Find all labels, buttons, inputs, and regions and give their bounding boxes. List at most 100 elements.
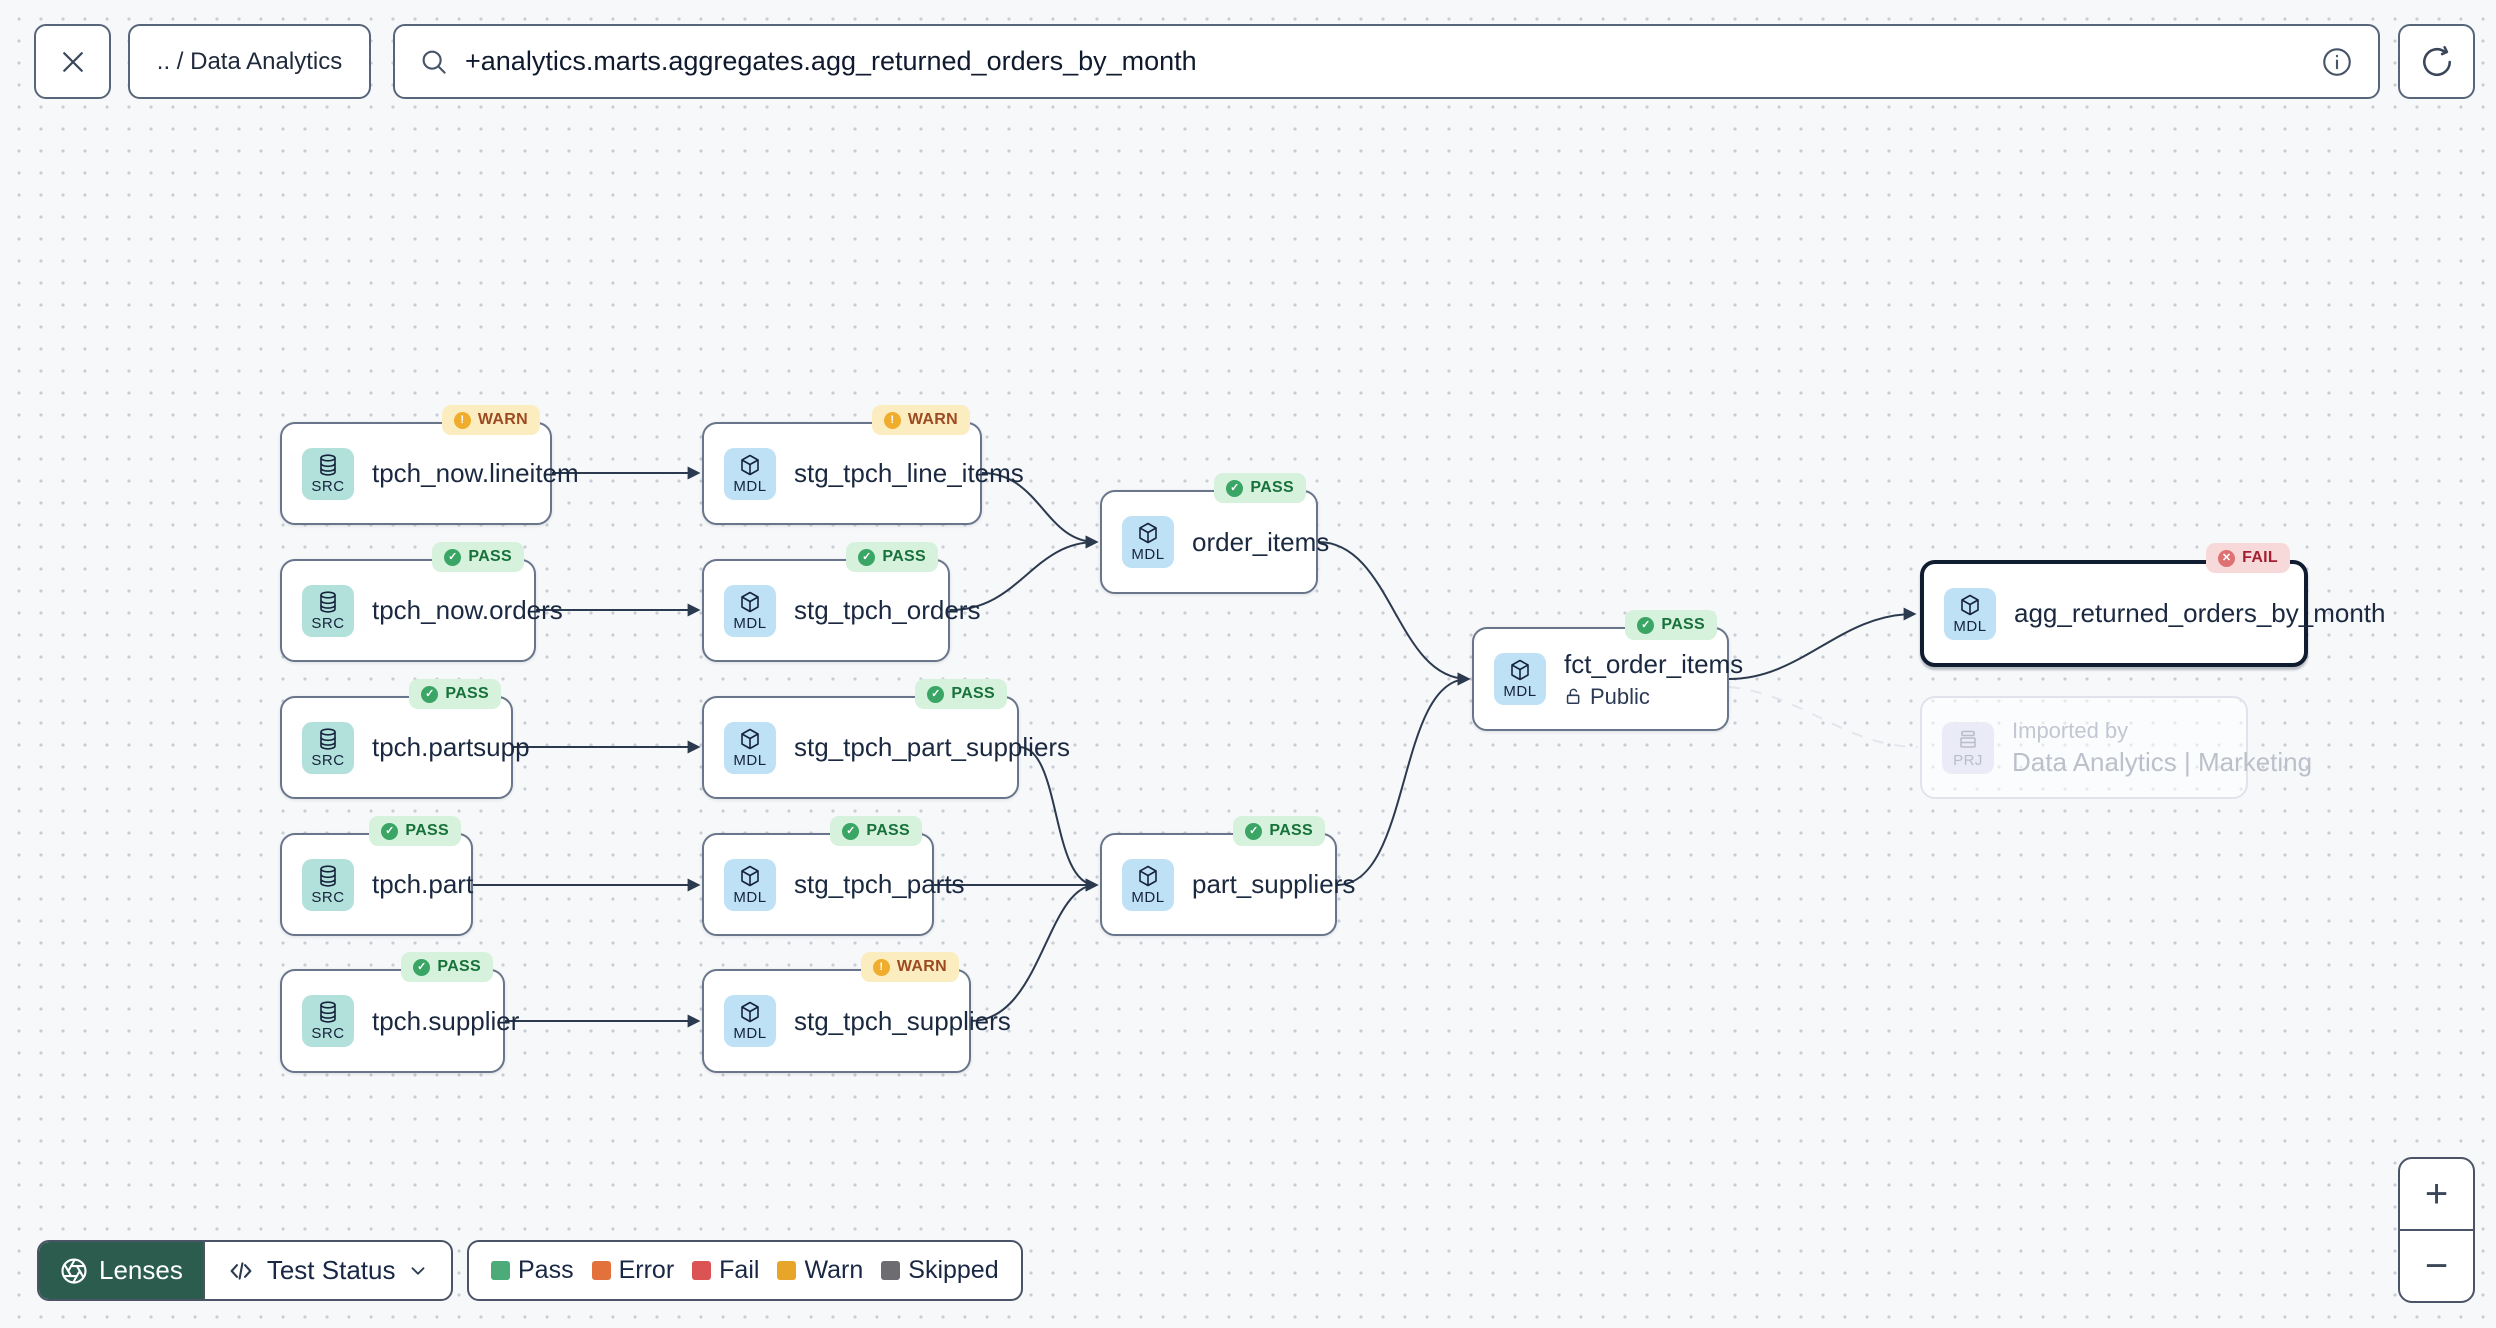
status-badge-pass: ✓PASS — [1233, 816, 1325, 846]
node-part-suppliers[interactable]: ✓PASS MDL part_suppliers — [1100, 816, 1355, 936]
pass-icon: ✓ — [927, 685, 945, 703]
model-icon: MDL — [724, 584, 776, 637]
pass-icon: ✓ — [1637, 616, 1655, 634]
legend-item-skipped: Skipped — [881, 1256, 999, 1285]
breadcrumb-label: .. / Data Analytics — [156, 47, 343, 75]
minus-icon: − — [2424, 1243, 2449, 1288]
status-badge-pass: ✓PASS — [1625, 610, 1717, 640]
breadcrumb[interactable]: .. / Data Analytics — [128, 24, 371, 99]
edge — [970, 878, 1099, 1022]
node-fct-order-items[interactable]: ✓PASS MDL fct_order_items Public — [1472, 610, 1743, 731]
cube-icon — [1961, 594, 1979, 615]
legend-item-pass: Pass — [491, 1256, 574, 1285]
lenses-label: Lenses — [99, 1255, 183, 1285]
cube-icon — [741, 454, 759, 475]
pass-icon: ✓ — [1245, 822, 1263, 840]
refresh-icon — [2422, 45, 2451, 76]
model-icon: MDL — [1122, 516, 1174, 568]
model-icon: MDL — [1944, 587, 1996, 640]
warn-icon: ! — [453, 411, 471, 429]
pass-icon: ✓ — [1226, 479, 1244, 497]
node-stg-tpch-part-suppliers[interactable]: ✓PASS MDL stg_tpch_part_suppliers — [702, 679, 1070, 799]
source-icon: SRC — [302, 721, 354, 774]
status-badge-fail: ✕FAIL — [2206, 543, 2290, 573]
source-icon: SRC — [302, 447, 354, 500]
pass-icon: ✓ — [842, 822, 860, 840]
model-icon: MDL — [1122, 858, 1174, 911]
node-stg-tpch-orders[interactable]: ✓PASS MDL stg_tpch_orders — [702, 542, 980, 662]
pass-swatch — [491, 1261, 510, 1280]
lenses-button[interactable]: Lenses — [39, 1242, 203, 1299]
plus-icon: + — [2424, 1171, 2449, 1216]
lenses-control[interactable]: Lenses Test Status — [37, 1240, 454, 1301]
close-button[interactable] — [34, 24, 111, 99]
node-tpch-now-lineitem[interactable]: !WARN SRC tpch_now.lineitem — [280, 405, 579, 525]
refresh-button[interactable] — [2398, 24, 2475, 99]
database-icon — [320, 864, 336, 887]
edge — [981, 472, 1099, 549]
cube-icon — [741, 1001, 759, 1023]
lens-selector[interactable]: Test Status — [202, 1242, 452, 1299]
warn-icon: ! — [872, 958, 890, 976]
status-badge-pass: ✓PASS — [915, 679, 1007, 709]
skipped-swatch — [881, 1261, 901, 1280]
aperture-icon — [61, 1257, 87, 1284]
status-badge-warn: !WARN — [860, 952, 959, 982]
source-icon: SRC — [302, 584, 354, 637]
node-order-items[interactable]: ✓PASS MDL order_items — [1100, 473, 1329, 594]
archive-box-icon — [1960, 730, 1976, 748]
database-icon — [320, 1001, 336, 1023]
node-agg-returned-orders-by-month[interactable]: ✕FAIL MDL agg_returned_orders_by_month — [1920, 543, 2385, 667]
database-icon — [320, 590, 336, 613]
search-input[interactable] — [465, 46, 2308, 77]
status-badge-pass: ✓PASS — [1214, 473, 1306, 503]
model-icon: MDL — [724, 995, 776, 1047]
code-icon — [230, 1261, 252, 1280]
model-icon: MDL — [724, 721, 776, 774]
database-icon — [320, 453, 336, 476]
legend-item-fail: Fail — [692, 1256, 759, 1285]
pass-icon: ✓ — [421, 685, 439, 703]
status-badge-pass: ✓PASS — [401, 952, 493, 982]
close-icon — [62, 51, 83, 72]
source-icon: SRC — [302, 995, 354, 1047]
zoom-controls[interactable]: + − — [2398, 1157, 2475, 1303]
warn-icon: ! — [883, 411, 901, 429]
cube-icon — [741, 728, 759, 749]
test-status-legend: Pass Error Fail Warn Skipped — [467, 1240, 1023, 1301]
edge — [949, 535, 1099, 611]
zoom-in-button[interactable]: + — [2400, 1159, 2473, 1229]
lineage-search[interactable] — [393, 24, 2380, 99]
node-tpch-part[interactable]: ✓PASS SRC tpch.part — [280, 816, 473, 936]
node-stg-tpch-suppliers[interactable]: !WARN MDL stg_tpch_suppliers — [702, 952, 1011, 1073]
search-icon — [422, 50, 446, 74]
node-tpch-partsupp[interactable]: ✓PASS SRC tpch.partsupp — [280, 679, 530, 799]
edge — [1018, 746, 1099, 892]
status-badge-warn: !WARN — [441, 405, 540, 435]
warn-swatch — [777, 1261, 797, 1280]
legend-item-warn: Warn — [777, 1256, 863, 1285]
pass-icon: ✓ — [413, 958, 431, 976]
info-icon[interactable] — [2320, 45, 2354, 79]
node-stg-tpch-line-items[interactable]: !WARN MDL stg_tpch_line_items — [702, 405, 1024, 525]
node-tpch-now-orders[interactable]: ✓PASS SRC tpch_now.orders — [280, 542, 563, 662]
model-icon: MDL — [724, 858, 776, 911]
lens-selector-value: Test Status — [266, 1255, 396, 1285]
pass-icon: ✓ — [381, 822, 399, 840]
node-imported-by-project: PRJ Imported by Data Analytics | Marketi… — [1920, 696, 2312, 799]
fail-swatch — [692, 1261, 712, 1280]
zoom-out-button[interactable]: − — [2400, 1229, 2473, 1301]
cube-icon — [1139, 865, 1157, 886]
error-swatch — [591, 1261, 611, 1280]
cube-icon — [1511, 659, 1529, 681]
status-badge-pass: ✓PASS — [830, 816, 922, 846]
node-stg-tpch-parts[interactable]: ✓PASS MDL stg_tpch_parts — [702, 816, 965, 936]
node-tpch-supplier[interactable]: ✓PASS SRC tpch.supplier — [280, 952, 519, 1073]
edge — [1336, 672, 1471, 886]
pass-icon: ✓ — [858, 548, 876, 566]
status-badge-pass: ✓PASS — [432, 542, 524, 572]
model-icon: MDL — [724, 447, 776, 500]
edge-ghost — [1728, 686, 1919, 748]
